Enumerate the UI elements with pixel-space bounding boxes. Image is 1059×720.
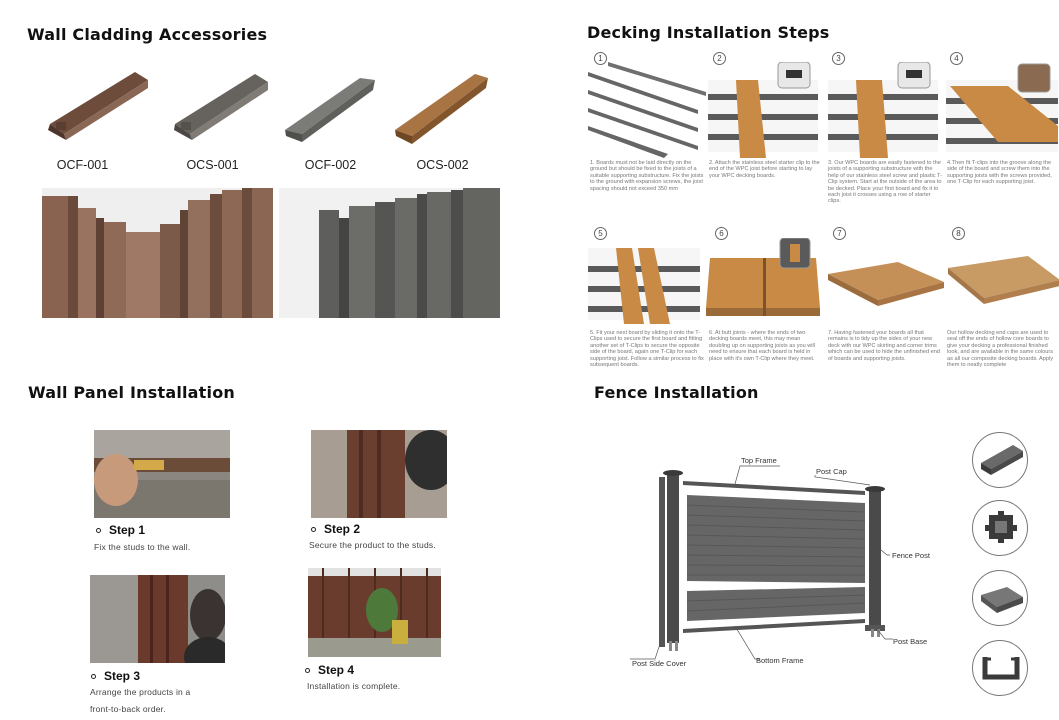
decking-step-number: 6 bbox=[715, 227, 728, 240]
wall-panel-step4-photo bbox=[308, 568, 441, 657]
wall-panel-step-label: Step 3 bbox=[91, 669, 140, 683]
fence-frame-profile-icon bbox=[972, 640, 1028, 696]
trim-profiles bbox=[48, 72, 488, 144]
fence-label-post-side-cover: Post Side Cover bbox=[632, 659, 687, 668]
decking-step-number: 8 bbox=[952, 227, 965, 240]
wall-panel-step-label: Step 2 bbox=[311, 522, 360, 536]
decking-step3-image bbox=[828, 62, 938, 158]
step-label-text: Step 1 bbox=[109, 523, 146, 537]
wall-panel-title: Wall Panel Installation bbox=[28, 383, 235, 402]
fence-post-profile-icon bbox=[972, 500, 1028, 556]
decking-step-number: 1 bbox=[594, 52, 607, 65]
wall-panel-step-desc: front-to-back order. bbox=[90, 704, 166, 714]
decking-step-number: 3 bbox=[832, 52, 845, 65]
decking-steps-row2-images bbox=[588, 238, 1059, 324]
trim-ocs-001-image bbox=[174, 74, 268, 140]
decking-step-text: 6. At butt joints - where the ends of tw… bbox=[709, 330, 816, 362]
post-side-cover-shape bbox=[659, 477, 665, 647]
wall-panel-step-desc: Fix the studs to the wall. bbox=[94, 542, 191, 552]
trim-code-label: OCF-002 bbox=[304, 158, 357, 172]
decking-step4-image bbox=[946, 63, 1058, 152]
wall-panel-step3-photo bbox=[90, 575, 225, 663]
fence-board-profile-icon bbox=[972, 432, 1028, 488]
wall-cladding-title: Wall Cladding Accessories bbox=[27, 25, 268, 44]
fence-label-post-cap: Post Cap bbox=[816, 467, 847, 476]
cladding-grey-corner-photo bbox=[279, 188, 500, 318]
decking-step-text: 2. Attach the stainless steel starter cl… bbox=[709, 160, 820, 179]
trim-ocf-001-image bbox=[48, 72, 148, 140]
lower-panel bbox=[687, 587, 865, 621]
right-fence-post bbox=[869, 489, 881, 627]
step-label-text: Step 4 bbox=[318, 663, 355, 677]
left-fence-post bbox=[667, 473, 679, 643]
fence-label-bottom-frame: Bottom Frame bbox=[756, 656, 804, 665]
wall-panel-step-desc: Installation is complete. bbox=[307, 681, 401, 691]
decking-step-number: 5 bbox=[594, 227, 607, 240]
step-label-text: Step 2 bbox=[324, 522, 361, 536]
cladding-brown-corner-photo bbox=[42, 188, 273, 318]
decking-step-text: 7. Having fastened your boards all that … bbox=[828, 330, 940, 362]
decking-step6-image bbox=[706, 238, 820, 316]
decking-step7-image bbox=[828, 262, 944, 306]
decking-step5-image bbox=[588, 248, 700, 324]
wall-panel-step2-photo bbox=[311, 430, 447, 518]
wall-panel-step1-photo bbox=[94, 430, 230, 518]
trim-ocs-002-image bbox=[395, 74, 488, 144]
step-label-text: Step 3 bbox=[104, 669, 141, 683]
decking-step-text: 4.Then fit T-clips into the groove along… bbox=[947, 160, 1052, 186]
top-frame-shape bbox=[683, 481, 865, 495]
fence-cap-profile-icon bbox=[972, 570, 1028, 626]
wall-panel-step-desc: Arrange the products in a bbox=[90, 687, 191, 697]
trim-ocf-002-image bbox=[285, 78, 375, 142]
decking-step-text: 3. Our WPC boards are easily fastened to… bbox=[828, 160, 942, 204]
decking-title: Decking Installation Steps bbox=[587, 23, 830, 42]
fence-label-fence-post: Fence Post bbox=[892, 551, 930, 560]
wall-panel-step-label: Step 4 bbox=[305, 663, 354, 677]
post-base-shape bbox=[865, 625, 885, 631]
decking-step-number: 4 bbox=[950, 52, 963, 65]
trim-code-label: OCS-001 bbox=[186, 158, 239, 172]
fence-label-post-base: Post Base bbox=[893, 637, 928, 646]
trim-code-label: OCF-001 bbox=[56, 158, 109, 172]
decking-step2-image bbox=[708, 62, 818, 158]
decking-step8-image bbox=[948, 256, 1059, 304]
fence-diagram bbox=[630, 465, 893, 660]
wall-panel-step-label: Step 1 bbox=[96, 523, 145, 537]
decking-steps-row1-images bbox=[588, 62, 1058, 158]
fence-label-top-frame: Top Frame bbox=[741, 456, 777, 465]
bottom-frame-shape bbox=[683, 619, 865, 633]
left-post-cap bbox=[663, 470, 683, 476]
decking-step-number: 7 bbox=[833, 227, 846, 240]
decking-step1-image bbox=[588, 62, 706, 158]
wall-panel-step-desc: Secure the product to the studs. bbox=[309, 540, 436, 550]
right-post-cap bbox=[865, 486, 885, 492]
fence-title: Fence Installation bbox=[594, 383, 759, 402]
trim-code-label: OCS-002 bbox=[416, 158, 469, 172]
decking-step-number: 2 bbox=[713, 52, 726, 65]
decking-step-text: Our hollow decking end caps are used to … bbox=[947, 330, 1054, 369]
decking-step-text: 1. Boards must not be laid directly on t… bbox=[590, 160, 704, 192]
decking-step-text: 5. Fit your next board by sliding it ont… bbox=[590, 330, 704, 369]
